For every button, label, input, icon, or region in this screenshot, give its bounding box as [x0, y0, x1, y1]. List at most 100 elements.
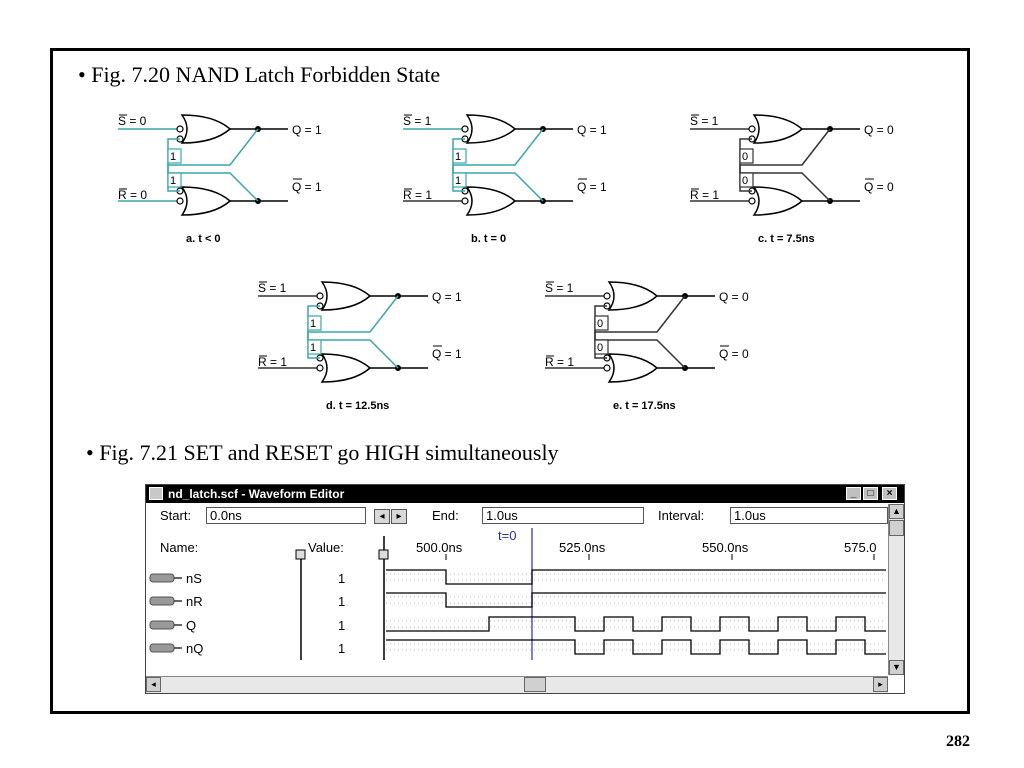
nand-gate-bottom	[465, 186, 517, 216]
q-label: Q = 1	[432, 290, 462, 304]
horizontal-scroll-thumb[interactable]	[524, 677, 546, 692]
nq-waveform	[386, 639, 886, 655]
time-tick-label: 575.0	[844, 540, 877, 555]
value-box-bottom	[594, 339, 609, 355]
start-field[interactable]: 0.0ns	[206, 507, 366, 524]
output-pin-icon	[149, 620, 175, 630]
window-title: nd_latch.scf - Waveform Editor	[168, 487, 345, 501]
window-titlebar[interactable]: nd_latch.scf - Waveform Editor _ □ ×	[146, 485, 904, 503]
vertical-scrollbar[interactable]: ▲ ▼	[888, 504, 904, 675]
output-pin-icon	[149, 643, 175, 653]
inverter-bubble	[316, 292, 324, 300]
qbar-label: Q = 1	[432, 347, 462, 361]
time-tick-label: 525.0ns	[559, 540, 606, 555]
nand-gate-top	[465, 114, 517, 144]
r-label: R = 1	[403, 188, 432, 202]
inverter-bubble	[603, 364, 611, 372]
ns-waveform	[386, 569, 886, 585]
r-label: R = 1	[690, 188, 719, 202]
value-box-top	[167, 148, 182, 164]
value-box-bottom-text: 1	[170, 175, 176, 187]
value-box-top	[594, 315, 609, 331]
nand-gate-top	[180, 114, 232, 144]
q-label: Q = 1	[577, 123, 607, 137]
signal-value: 1	[338, 641, 345, 656]
value-box-top-text: 1	[455, 151, 461, 163]
nr-waveform	[386, 592, 886, 608]
slide-frame	[50, 48, 970, 714]
nand-gate-bottom	[752, 186, 804, 216]
maximize-icon[interactable]: □	[863, 487, 878, 500]
r-label: R = 1	[545, 355, 574, 369]
waveform-editor-window: nd_latch.scf - Waveform Editor _ □ × Sta…	[145, 484, 905, 694]
nand-gate-top	[607, 281, 659, 311]
s-label: S = 1	[690, 114, 719, 128]
latch-figure: 11S = 1R = 1Q = 1Q = 1b. t = 0	[403, 114, 607, 245]
figure-caption: c. t = 7.5ns	[758, 233, 815, 245]
value-box-bottom	[452, 172, 467, 188]
figure-caption: a. t < 0	[186, 233, 221, 245]
minimize-icon[interactable]: _	[846, 487, 861, 500]
interval-field[interactable]: 1.0us	[730, 507, 888, 524]
q-label: Q = 1	[292, 123, 322, 137]
q-label: Q = 0	[719, 290, 749, 304]
value-box-bottom	[739, 172, 754, 188]
scroll-right-icon[interactable]: ▸	[873, 677, 888, 692]
arrow-left-icon[interactable]: ◂	[374, 509, 390, 524]
inverter-bubble	[176, 125, 184, 133]
name-header: Name:	[160, 540, 198, 555]
arrow-right-icon[interactable]: ▸	[391, 509, 407, 524]
input-pin-icon	[149, 573, 175, 583]
scroll-down-icon[interactable]: ▼	[889, 660, 904, 675]
fig-7-21-caption: • Fig. 7.21 SET and RESET go HIGH simult…	[86, 440, 559, 465]
value-box-top	[307, 315, 322, 331]
qbar-label: Q = 1	[577, 180, 607, 194]
scroll-left-icon[interactable]: ◂	[146, 677, 161, 692]
value-box-top-text: 1	[170, 151, 176, 163]
qbar-label: Q = 1	[292, 180, 322, 194]
nand-gate-bottom	[607, 353, 659, 383]
nand-gate-bottom	[180, 186, 232, 216]
latch-diagrams: 1 1 S = 0 R = 0 Q = 1 Q = 1 a. t < 0 1 1 S = 1 R =…	[118, 114, 894, 412]
q-waveform	[386, 616, 886, 632]
signal-value: 1	[338, 571, 345, 586]
value-box-bottom-text: 0	[597, 342, 603, 354]
r-label: R = 0	[118, 188, 147, 202]
start-label: Start:	[160, 508, 192, 523]
vertical-scroll-thumb[interactable]	[889, 520, 904, 536]
inverter-bubble	[316, 364, 324, 372]
input-pin-icon	[149, 596, 175, 606]
value-box-bottom-text: 0	[742, 175, 748, 187]
end-field[interactable]: 1.0us	[482, 507, 644, 524]
value-box-top-text: 0	[742, 151, 748, 163]
value-box-top	[452, 148, 467, 164]
value-box-bottom	[307, 339, 322, 355]
s-label: S = 1	[258, 281, 287, 295]
scroll-up-icon[interactable]: ▲	[889, 504, 904, 519]
close-icon[interactable]: ×	[882, 487, 897, 500]
column-handle	[295, 549, 306, 560]
nand-gate-top	[320, 281, 372, 311]
time-tick-label: 550.0ns	[702, 540, 749, 555]
interval-label: Interval:	[658, 508, 705, 523]
end-label: End:	[432, 508, 459, 523]
signal-name: Q	[186, 618, 196, 633]
value-box-bottom-text: 1	[310, 342, 316, 354]
s-label: S = 1	[545, 281, 574, 295]
qbar-label: Q = 0	[864, 180, 894, 194]
figure-caption: e. t = 17.5ns	[613, 400, 676, 412]
r-label: R = 1	[258, 355, 287, 369]
page-number: 282	[946, 733, 970, 750]
latch-figure: 11S = 1R = 1Q = 1Q = 1d. t = 12.5ns	[258, 281, 462, 412]
value-box-bottom	[167, 172, 182, 188]
s-label: S = 0	[118, 114, 147, 128]
value-box-bottom-text: 1	[455, 175, 461, 187]
horizontal-scrollbar[interactable]: ◂ ▸	[146, 676, 888, 693]
nand-gate-bottom	[320, 353, 372, 383]
value-box-top	[739, 148, 754, 164]
signal-name: nS	[186, 571, 202, 586]
value-header: Value:	[308, 540, 344, 555]
fig-7-20-caption: • Fig. 7.20 NAND Latch Forbidden State	[78, 62, 441, 87]
value-box-top-text: 0	[597, 318, 603, 330]
column-handle	[378, 549, 389, 560]
